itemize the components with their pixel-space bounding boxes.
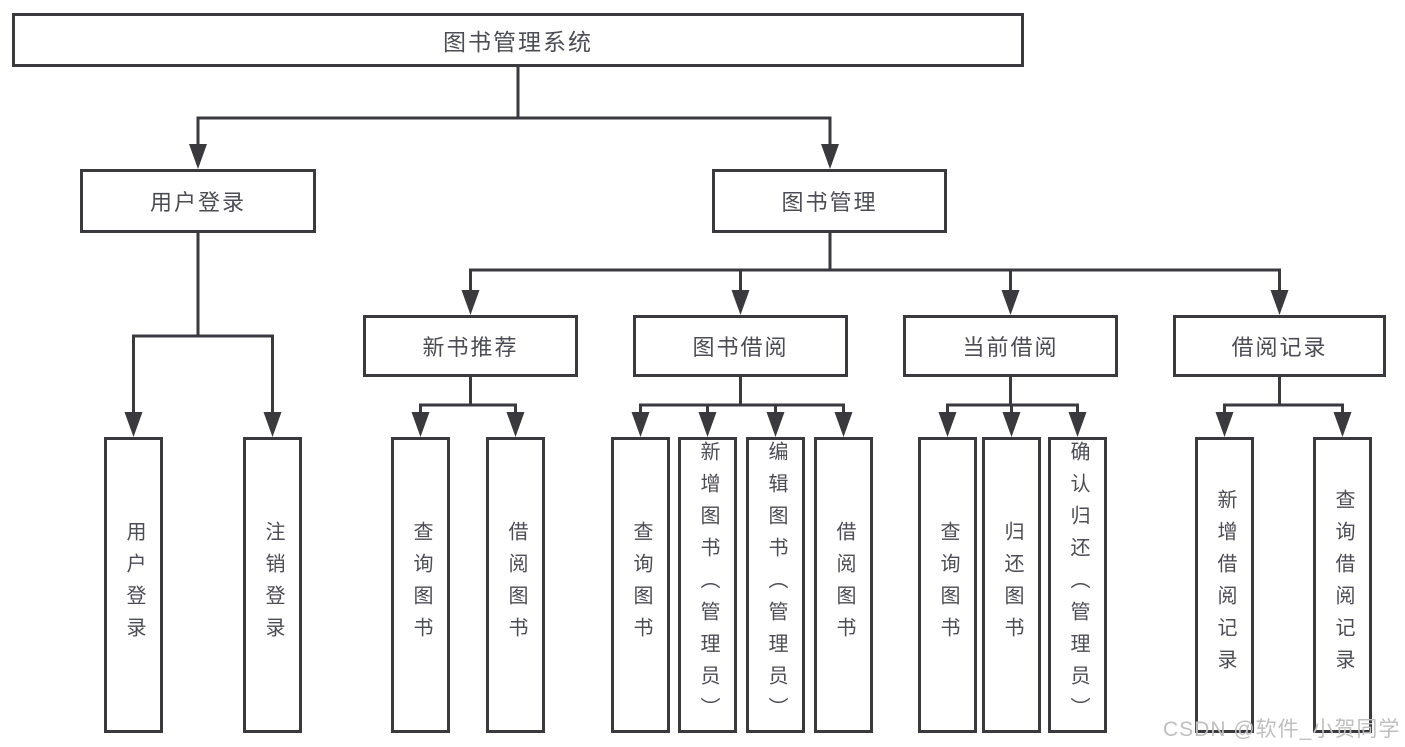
connector-bookmgmt-to-level3 — [469, 231, 1281, 296]
arrowhead-icon — [506, 412, 525, 437]
leaf-label: 新增图书（管理员） — [697, 441, 719, 729]
node-user-login-label: 用户登录 — [149, 190, 246, 215]
node-new-book-recommend: 新书推荐 — [363, 315, 578, 377]
leaf-label: 查询图书 — [410, 521, 432, 649]
arrowhead-icon — [1002, 412, 1021, 437]
connector-current-to-children — [946, 375, 1079, 418]
leaf-label: 查询图书 — [937, 521, 959, 649]
arrowhead-icon — [821, 144, 839, 169]
leaf-query-books-borrow: 查询图书 — [611, 437, 670, 733]
connector-borrow-to-children — [639, 375, 845, 418]
arrowhead-icon — [1270, 290, 1289, 315]
watermark: CSDN @软件_小贺同学 — [1163, 718, 1401, 741]
leaf-user-login: 用户登录 — [104, 437, 163, 733]
node-current-borrowing-label: 当前借阅 — [962, 335, 1059, 360]
leaf-label: 新增借阅记录 — [1214, 489, 1236, 681]
arrowhead-icon — [1068, 412, 1087, 437]
connector-records-to-children — [1223, 375, 1344, 418]
leaf-label: 查询图书 — [630, 521, 652, 649]
arrowhead-icon — [411, 412, 430, 437]
leaf-label: 编辑图书（管理员） — [765, 441, 787, 729]
leaf-query-borrow-record: 查询借阅记录 — [1313, 437, 1372, 733]
leaf-label: 归还图书 — [1001, 521, 1023, 649]
arrowhead-icon — [1001, 290, 1020, 315]
arrowhead-icon — [834, 412, 853, 437]
leaf-add-borrow-record: 新增借阅记录 — [1195, 437, 1254, 733]
node-borrow-records-label: 借阅记录 — [1231, 335, 1328, 360]
leaf-confirm-return-admin: 确认归还（管理员） — [1048, 437, 1107, 733]
node-borrow-records: 借阅记录 — [1173, 315, 1386, 377]
leaf-label: 用户登录 — [123, 521, 145, 649]
node-root: 图书管理系统 — [12, 13, 1024, 67]
node-book-management-label: 图书管理 — [781, 190, 878, 215]
arrowhead-icon — [938, 412, 957, 437]
arrowhead-icon — [461, 290, 480, 315]
arrowhead-icon — [766, 412, 785, 437]
leaf-query-books-recommend: 查询图书 — [391, 437, 450, 733]
node-current-borrowing: 当前借阅 — [903, 315, 1118, 377]
leaf-label: 借阅图书 — [833, 521, 855, 649]
leaf-label: 注销登录 — [262, 521, 284, 649]
leaf-label: 查询借阅记录 — [1332, 489, 1354, 681]
leaf-add-books-admin: 新增图书（管理员） — [678, 437, 737, 733]
connector-newbook-to-children — [419, 375, 517, 418]
leaf-return-books: 归还图书 — [982, 437, 1041, 733]
node-book-borrowing-label: 图书借阅 — [692, 335, 789, 360]
arrowhead-icon — [1215, 412, 1234, 437]
arrowhead-icon — [124, 412, 143, 437]
arrowhead-icon — [189, 144, 207, 169]
node-book-borrowing: 图书借阅 — [633, 315, 848, 377]
node-root-label: 图书管理系统 — [443, 29, 593, 55]
leaf-logout: 注销登录 — [243, 437, 302, 733]
leaf-edit-books-admin: 编辑图书（管理员） — [746, 437, 805, 733]
node-book-management: 图书管理 — [712, 169, 947, 233]
leaf-borrow-books-recommend: 借阅图书 — [486, 437, 545, 733]
arrowhead-icon — [1333, 412, 1352, 437]
arrowhead-icon — [631, 412, 650, 437]
leaf-label: 借阅图书 — [505, 521, 527, 649]
leaf-borrow-books: 借阅图书 — [814, 437, 873, 733]
connector-userlogin-to-children — [132, 231, 274, 418]
node-user-login: 用户登录 — [80, 169, 316, 233]
leaf-query-books-current: 查询图书 — [918, 437, 977, 733]
arrowhead-icon — [263, 412, 282, 437]
arrowhead-icon — [731, 290, 750, 315]
arrowheads — [124, 144, 1352, 437]
node-new-book-recommend-label: 新书推荐 — [422, 335, 519, 360]
leaf-label: 确认归还（管理员） — [1067, 441, 1089, 729]
arrowhead-icon — [698, 412, 717, 437]
connector-root-to-level2 — [196, 65, 832, 150]
